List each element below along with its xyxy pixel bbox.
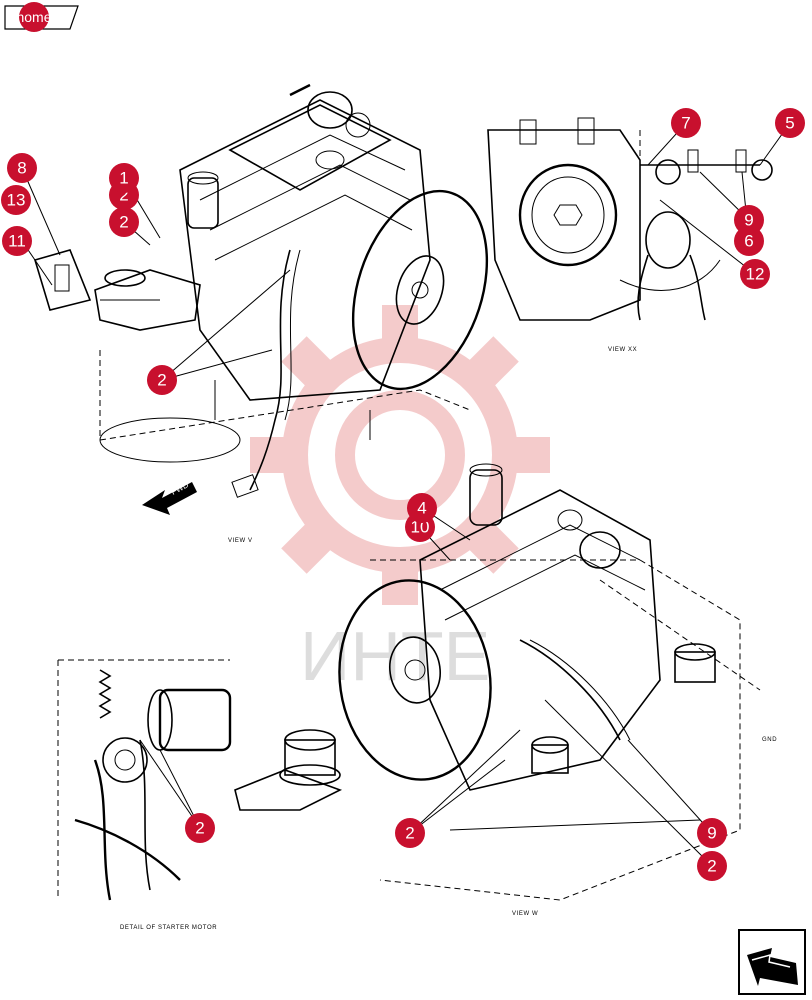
callout-2c[interactable]: 2 [185, 813, 215, 843]
view-xx-caption: VIEW XX [608, 347, 637, 353]
callout-2e[interactable]: 2 [697, 851, 727, 881]
callout-12-label: 12 [746, 265, 765, 284]
callout-1-label: 1 [119, 169, 128, 188]
callout-2e-label: 2 [707, 857, 716, 876]
callout-9-bottom-label: 9 [707, 824, 716, 843]
callout-2a-label: 2 [119, 213, 128, 232]
gnd-caption: GND [762, 737, 777, 743]
callout-9-top-label: 9 [744, 211, 753, 230]
callout-11-label: 11 [8, 232, 26, 251]
callout-11[interactable]: 11 [2, 226, 32, 256]
watermark-text: ИНТЕ [300, 617, 490, 695]
home-label: home [16, 9, 51, 25]
callout-9-bottom[interactable]: 9 [697, 818, 727, 848]
fwd-arrow: FWD [142, 480, 197, 515]
callout-2a[interactable]: 2 [109, 207, 139, 237]
view-w-caption: VIEW W [512, 911, 538, 917]
callout-6[interactable]: 6 [734, 226, 764, 256]
next-page-arrow-icon[interactable] [738, 929, 806, 995]
callout-2-behind-label: 2 [119, 186, 128, 205]
callout-2c-label: 2 [195, 819, 204, 838]
watermark-logo: ИНТЕ [250, 305, 550, 695]
callout-13-label: 13 [7, 191, 26, 210]
callout-5-label: 5 [785, 114, 794, 133]
view-v-caption: VIEW V [228, 538, 253, 544]
callout-5[interactable]: 5 [775, 108, 805, 138]
callout-6-label: 6 [744, 232, 753, 251]
callout-1[interactable]: 1 [109, 163, 139, 193]
callout-4[interactable]: 4 [407, 493, 437, 523]
callout-8[interactable]: 8 [7, 153, 37, 183]
view-v-engine [21, 83, 489, 498]
callout-2b-label: 2 [157, 371, 166, 390]
callout-12[interactable]: 12 [740, 259, 770, 289]
starter-motor-detail [57, 659, 343, 901]
starter-detail-caption: DETAIL OF STARTER MOTOR [120, 925, 217, 931]
callout-7-label: 7 [681, 114, 690, 133]
callout-9-top[interactable]: 9 [734, 205, 764, 235]
home-button[interactable]: home [4, 2, 79, 32]
callout-2d[interactable]: 2 [395, 818, 425, 848]
callout-2b[interactable]: 2 [147, 365, 177, 395]
callout-8-label: 8 [17, 159, 26, 178]
callout-13[interactable]: 13 [1, 185, 31, 215]
callout-7[interactable]: 7 [671, 108, 701, 138]
callout-4-label: 4 [417, 499, 426, 518]
callout-2d-label: 2 [405, 824, 414, 843]
view-w-engine [338, 463, 761, 901]
